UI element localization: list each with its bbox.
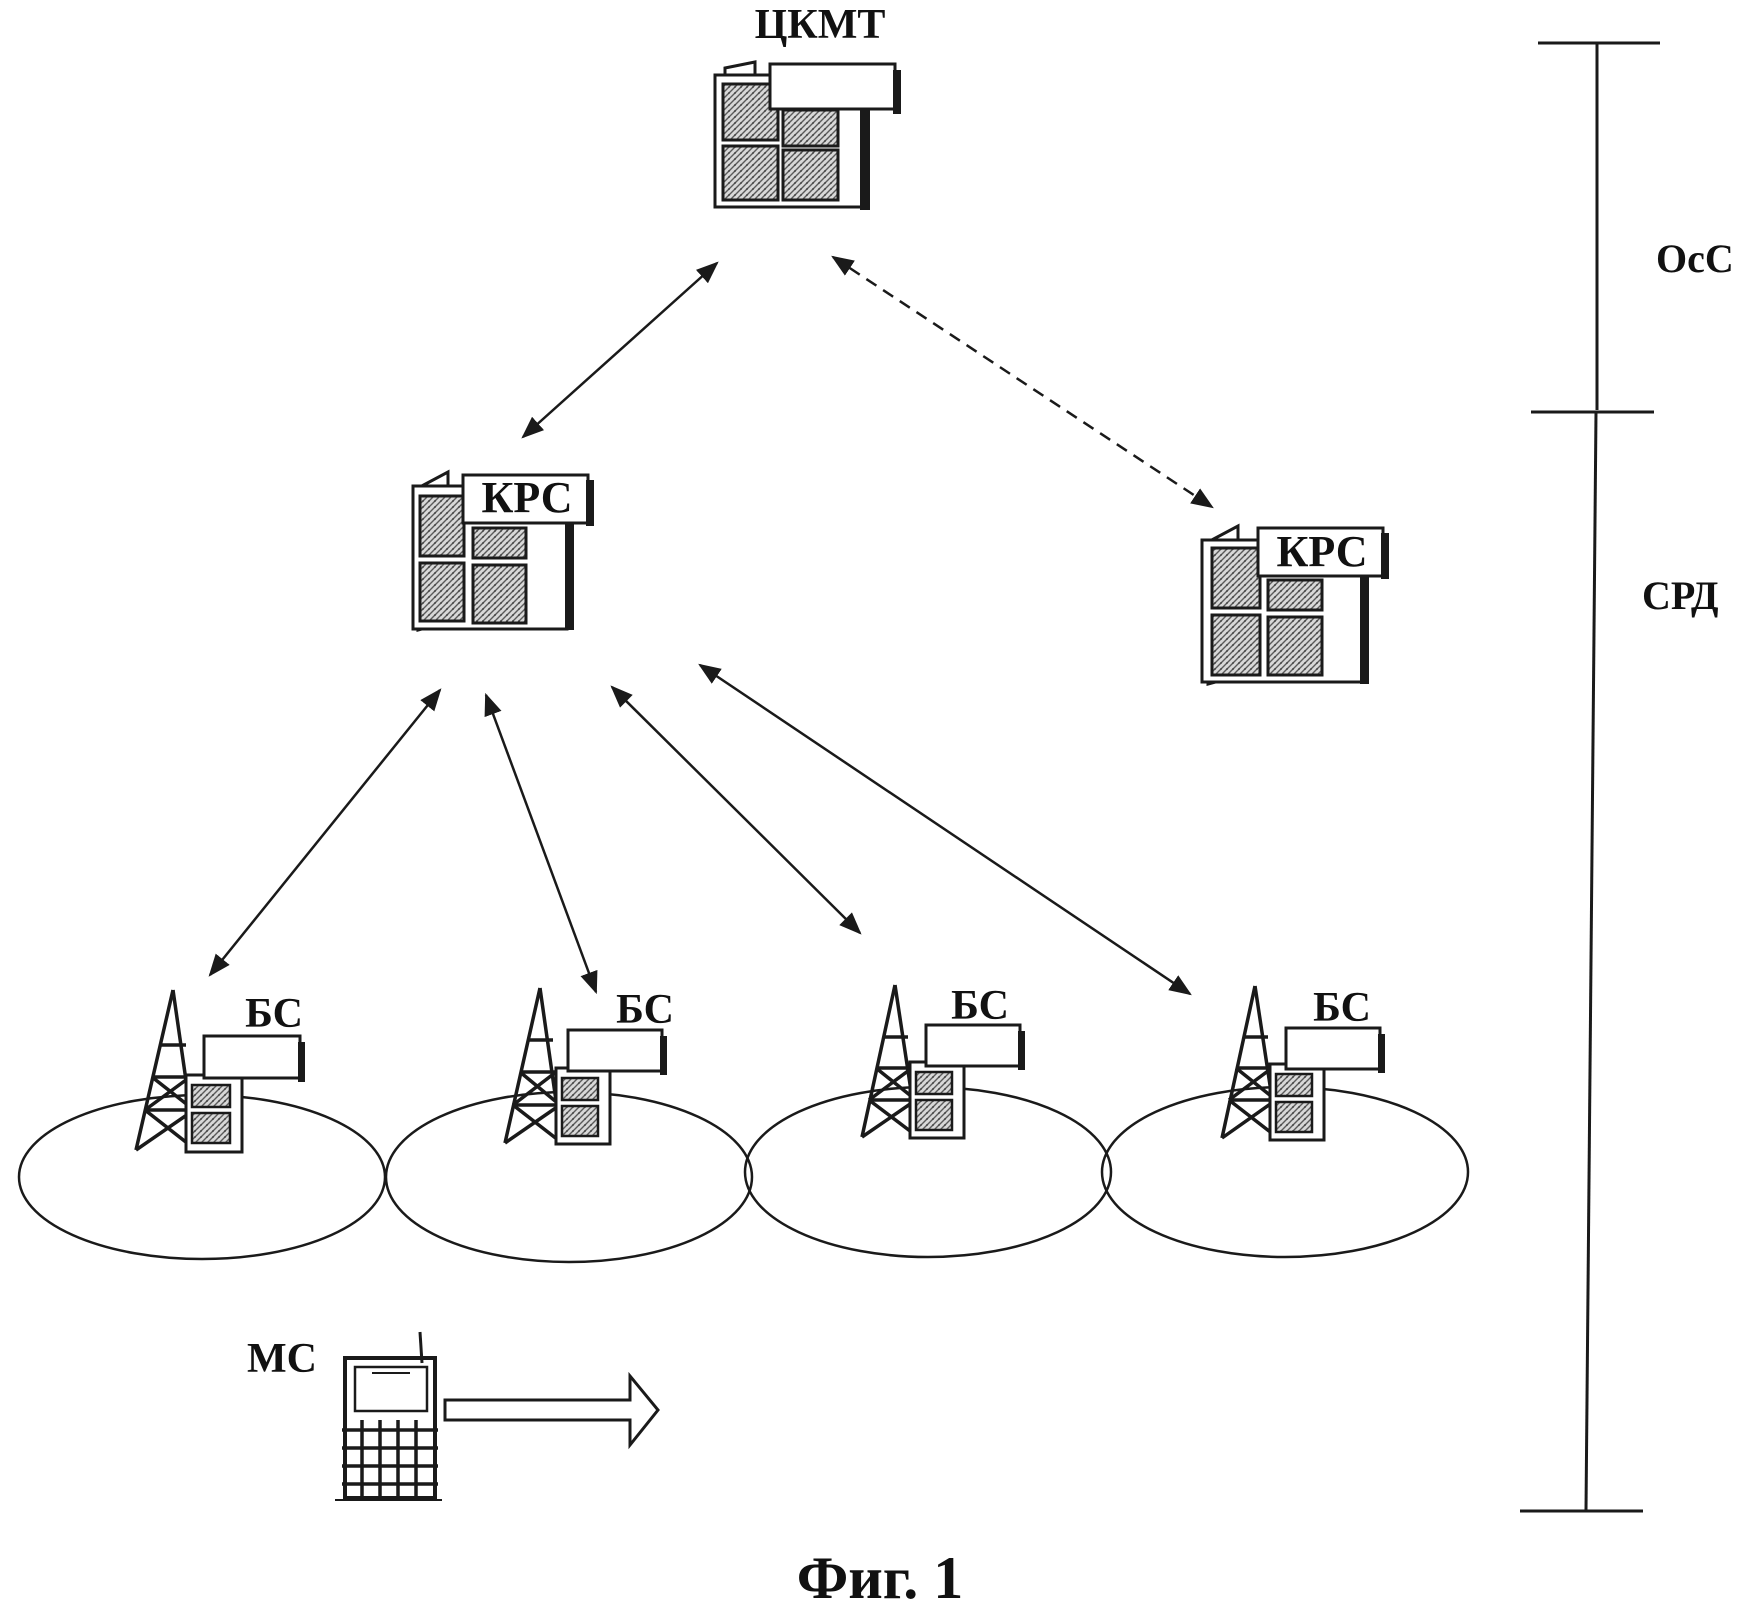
- radio-tower-icon: [503, 987, 564, 1145]
- mobile-station: МС: [247, 1331, 660, 1501]
- equipment-cabinet-icon: [184, 1034, 305, 1154]
- office-building-icon: [1200, 523, 1389, 686]
- top-node-label: ЦКМТ: [755, 2, 886, 48]
- bs-4: БС: [1220, 985, 1385, 1142]
- link-top-to-krs-left: [521, 261, 719, 439]
- mobile-phone-icon: [335, 1331, 442, 1501]
- krs-right-label: КРС: [1276, 527, 1367, 576]
- top-node: ЦКМТ: [713, 2, 901, 210]
- krs-right: КРС: [1200, 523, 1389, 686]
- figure-caption: Фиг. 1: [797, 1545, 964, 1611]
- link-krs-to-bs-3: [610, 685, 862, 935]
- link-krs-to-bs-2: [484, 692, 598, 995]
- bs-2: БС: [503, 987, 674, 1146]
- equipment-cabinet-icon: [908, 1023, 1025, 1140]
- equipment-cabinet-icon: [554, 1028, 667, 1146]
- bs-3: БС: [860, 983, 1025, 1140]
- krs-left-label: КРС: [481, 473, 572, 522]
- right-arrow-icon: [443, 1371, 660, 1450]
- bs-1: БС: [134, 989, 305, 1154]
- scale-lower-label: СРД: [1642, 573, 1719, 618]
- bs-3-label: БС: [951, 983, 1009, 1029]
- bs-2-label: БС: [616, 987, 674, 1033]
- bs-4-label: БС: [1313, 985, 1371, 1031]
- hierarchy-scale: ОсС СРД: [1520, 41, 1734, 1513]
- equipment-cabinet-icon: [1268, 1026, 1385, 1142]
- ms-label: МС: [247, 1336, 317, 1382]
- link-top-to-krs-right: [831, 255, 1214, 509]
- link-krs-to-bs-4: [698, 663, 1192, 996]
- bs-1-label: БС: [245, 991, 303, 1037]
- office-building-icon: [411, 469, 594, 632]
- scale-upper-label: ОсС: [1656, 236, 1734, 281]
- link-krs-to-bs-1: [208, 688, 442, 977]
- office-building-icon: [713, 60, 901, 210]
- krs-left: КРС: [411, 469, 594, 632]
